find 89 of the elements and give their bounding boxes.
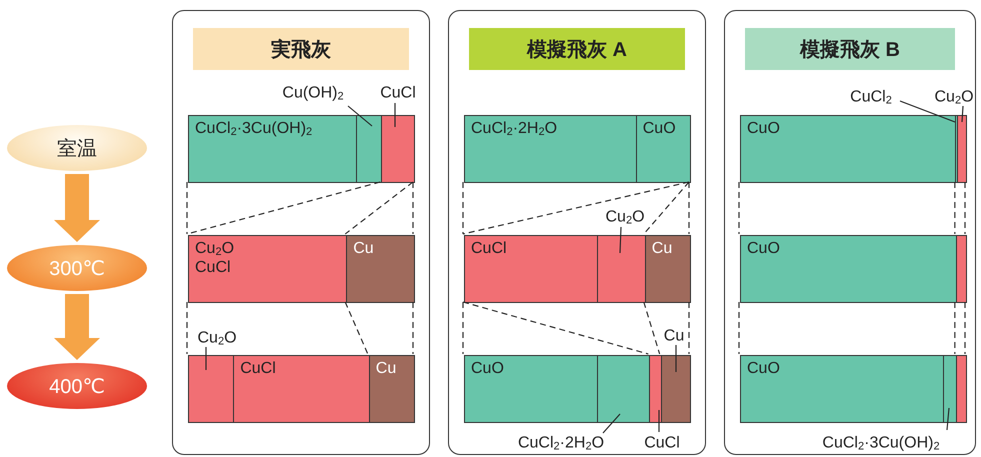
bar-segment <box>649 355 662 423</box>
compound-label: Cu <box>664 326 684 346</box>
panel <box>724 10 976 455</box>
bar-segment <box>956 355 967 423</box>
guide-line <box>462 181 690 235</box>
bar-segment <box>644 235 691 303</box>
bar-segment <box>740 235 957 303</box>
bar-segment <box>346 235 415 303</box>
bar-segment <box>233 355 370 423</box>
bar-segment <box>368 355 415 423</box>
compound-label: CuCl <box>240 359 276 378</box>
compound-label: CuO <box>747 359 780 378</box>
leader-line <box>348 106 372 126</box>
block-arrow <box>54 174 100 242</box>
compound-label: CuCl <box>195 258 231 277</box>
guide-line <box>738 182 740 234</box>
bar-segment <box>957 115 967 183</box>
leader-line <box>658 410 660 432</box>
panel-title: 模擬飛灰 A <box>527 38 627 62</box>
leader-line <box>205 347 207 370</box>
leader-line <box>394 103 396 127</box>
temperature-label: 400℃ <box>49 374 105 398</box>
compound-label: CuCl$_{2}$·3Cu(OH)$_{2}$ <box>822 434 940 452</box>
guide-line <box>344 182 414 234</box>
guide-line <box>412 182 414 234</box>
guide-line <box>462 301 648 355</box>
bar-segment <box>381 115 415 183</box>
compound-label: Cu <box>376 359 396 378</box>
guide-line <box>344 302 368 354</box>
leader-line <box>675 345 677 372</box>
guide-line <box>412 302 414 354</box>
bar-segment <box>464 235 598 303</box>
bar-segment <box>597 235 646 303</box>
compound-label: CuCl <box>471 239 507 258</box>
bar-segment <box>188 235 348 303</box>
compound-label: Cu(OH)$_{2}$ <box>282 84 344 102</box>
block-arrow <box>54 294 100 360</box>
bar-segment <box>740 355 944 423</box>
bar-segment <box>740 115 956 183</box>
leader-line <box>961 106 964 122</box>
panel-title: 模擬飛灰 B <box>800 38 900 62</box>
bar-segment <box>943 355 957 423</box>
compound-label: Cu$_{2}$O <box>197 328 237 348</box>
guide-line <box>954 182 956 234</box>
compound-label: CuCl$_{2}$ <box>850 88 892 106</box>
guide-line <box>964 302 966 354</box>
guide-line <box>462 302 464 354</box>
guide-line <box>643 182 690 234</box>
guide-line <box>462 182 464 234</box>
panel <box>172 10 430 455</box>
leader-line <box>900 100 956 123</box>
guide-line <box>186 302 188 354</box>
compound-label: Cu$_{2}$O <box>605 208 645 226</box>
guide-line <box>964 182 966 234</box>
guide-line <box>688 302 690 354</box>
guide-line <box>688 182 690 234</box>
compound-label: Cu <box>652 239 672 258</box>
compound-label: CuO <box>471 359 504 378</box>
leader-line <box>946 408 950 430</box>
compound-label: CuO <box>747 119 780 138</box>
leader-line <box>619 226 622 254</box>
compound-label: CuCl$_{2}$·2H$_{2}$O <box>518 434 604 452</box>
guide-line <box>643 302 660 354</box>
leader-line <box>602 414 620 434</box>
bar-segment <box>464 115 637 183</box>
panel <box>448 10 706 455</box>
guide-line <box>954 302 956 354</box>
bar-segment <box>188 355 234 423</box>
bar-segment <box>636 115 691 183</box>
bar-segment <box>188 115 358 183</box>
guide-line <box>738 302 740 354</box>
guide-line <box>186 182 188 234</box>
compound-label: CuO <box>642 119 676 138</box>
panel-title: 実飛灰 <box>271 38 331 62</box>
compound-label: CuCl$_{2}$·2H$_{2}$O <box>471 119 558 138</box>
bar-segment <box>356 115 382 183</box>
temperature-label: 室温 <box>57 136 97 162</box>
temperature-label: 300℃ <box>49 256 105 280</box>
bar-segment <box>956 235 967 303</box>
compound-label: CuCl$_{2}$·3Cu(OH)$_{2}$ <box>195 119 312 138</box>
bar-segment <box>660 355 691 423</box>
compound-label: Cu$_{2}$O <box>934 88 974 106</box>
compound-label: Cu <box>353 239 374 258</box>
bar-segment <box>597 355 650 423</box>
compound-label: CuO <box>747 239 780 258</box>
bar-segment <box>464 355 598 423</box>
compound-label: Cu$_{2}$O <box>195 239 234 258</box>
compound-label: CuCl <box>644 434 680 452</box>
compound-label: CuCl <box>380 84 416 102</box>
